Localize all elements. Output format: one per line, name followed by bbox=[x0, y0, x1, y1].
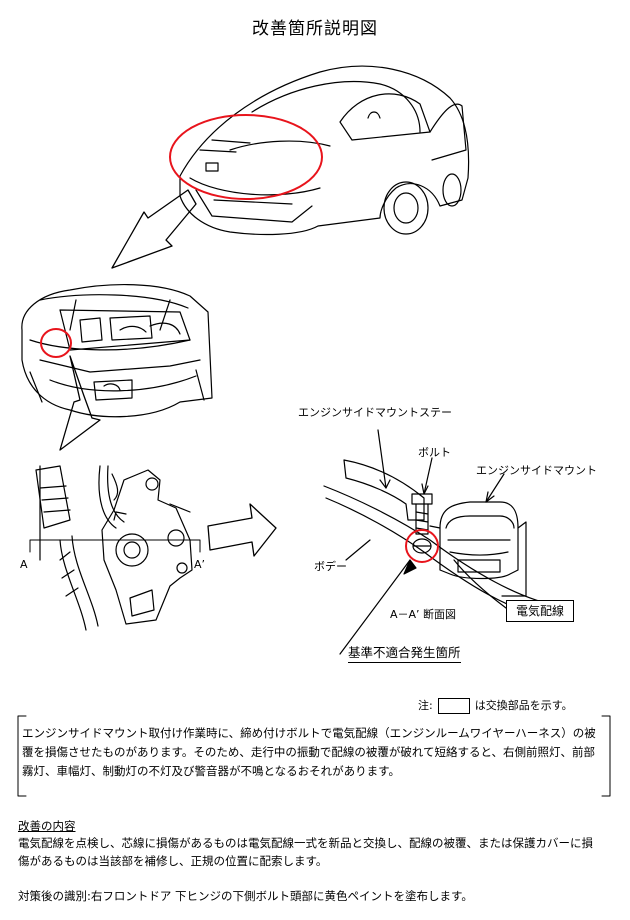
arrow-icon bbox=[59, 355, 101, 451]
arrow-icon bbox=[403, 559, 417, 575]
remedy-heading: 改善の内容 bbox=[18, 819, 76, 833]
label-defect-location: 基準不適合発生箇所 bbox=[348, 642, 461, 663]
engine-bay-illustration bbox=[21, 284, 213, 418]
arrow-icon bbox=[111, 189, 197, 269]
label-section-a-prime: A’ bbox=[194, 558, 206, 571]
label-section-a: A bbox=[20, 558, 28, 571]
highlight-circle-hood bbox=[169, 114, 323, 200]
highlight-circle-engine bbox=[40, 328, 72, 358]
mount-detail-illustration bbox=[35, 465, 193, 631]
identification-text: 対策後の識別:右フロントドア 下ヒンジの下側ボルト頭部に黄色ペイントを塗布します… bbox=[18, 889, 473, 903]
arrow-icon bbox=[207, 503, 277, 557]
label-engine-side-mount-stay: エンジンサイドマウントステー bbox=[298, 406, 452, 419]
replacement-part-box bbox=[437, 698, 470, 714]
label-bolt: ボルト bbox=[418, 446, 451, 459]
description-bracket bbox=[17, 715, 611, 797]
label-engine-side-mount: エンジンサイドマウント bbox=[476, 464, 597, 477]
remedy-body: 電気配線を点検し、芯線に損傷があるものは電気配線一式を新品と交換し、配線の被覆、… bbox=[18, 836, 593, 868]
defect-description: エンジンサイドマウント取付け作業時に、締め付けボルトで電気配線（エンジンルームワ… bbox=[22, 726, 596, 778]
label-wire: 電気配線 bbox=[506, 600, 574, 622]
car-illustration bbox=[179, 65, 470, 236]
label-body: ボデー bbox=[314, 560, 347, 573]
legend-note: 注: は交換部品を示す。 bbox=[418, 697, 573, 714]
note-prefix: 注: bbox=[418, 699, 433, 712]
page-title: 改善箇所説明図 bbox=[252, 19, 378, 39]
highlight-circle-wire bbox=[405, 529, 439, 563]
section-caption: A－A’ 断面図 bbox=[390, 608, 457, 621]
note-suffix: は交換部品を示す。 bbox=[474, 699, 573, 712]
